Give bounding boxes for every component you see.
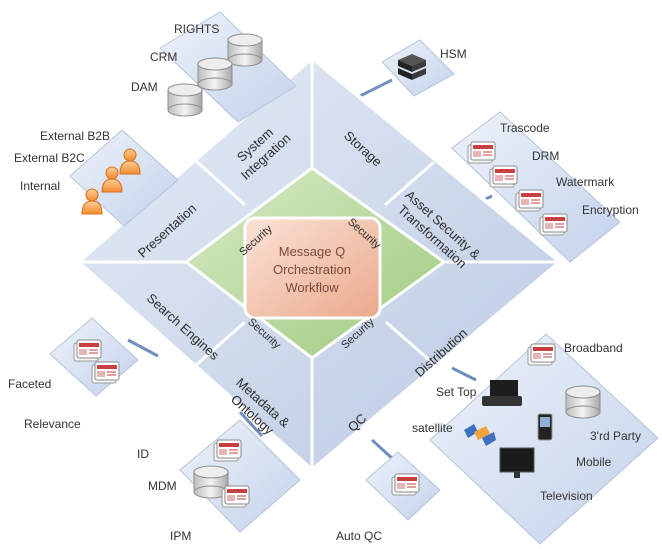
callout-label: Set Top bbox=[436, 385, 477, 399]
app-window-icon bbox=[391, 473, 420, 496]
segment-dividers bbox=[78, 58, 560, 470]
callout-label: Relevance bbox=[24, 417, 81, 431]
mobile-phone-icon bbox=[537, 413, 553, 441]
app-window-icon bbox=[221, 485, 250, 508]
app-window-icon bbox=[213, 439, 242, 462]
callout-storage: HSM bbox=[381, 39, 467, 97]
app-window-icon bbox=[539, 213, 568, 236]
database-icon bbox=[227, 33, 263, 67]
app-window-icon bbox=[91, 361, 120, 384]
callout-system-integration: RIGHTS CRM DAM bbox=[131, 11, 297, 123]
set-top-box-icon bbox=[482, 380, 522, 406]
callout-label: Broadband bbox=[564, 341, 623, 355]
callout-asset-security: Trascode DRM Watermark Encryption bbox=[451, 111, 639, 263]
callout-label: Internal bbox=[20, 179, 60, 193]
core-box bbox=[243, 216, 382, 320]
callout-label: Auto QC bbox=[336, 529, 382, 543]
database-icon bbox=[167, 83, 203, 117]
callout-presentation: External B2B External B2C Internal bbox=[14, 129, 179, 227]
callout-qc: Auto QC bbox=[336, 451, 441, 543]
app-window-icon bbox=[467, 141, 496, 164]
server-icon bbox=[398, 54, 426, 80]
callout-label: MDM bbox=[148, 479, 177, 493]
callout-label: 3'rd Party bbox=[590, 429, 641, 443]
callout-label: HSM bbox=[440, 47, 467, 61]
callout-label: ID bbox=[137, 447, 149, 461]
app-window-icon bbox=[73, 339, 102, 362]
callout-label: Television bbox=[540, 489, 593, 503]
callout-label: satellite bbox=[412, 421, 453, 435]
callout-search-engines: Faceted Relevance bbox=[8, 317, 139, 431]
callout-label: CRM bbox=[150, 50, 177, 64]
callout-label: IPM bbox=[170, 529, 191, 543]
app-window-icon bbox=[489, 165, 518, 188]
callout-label: Trascode bbox=[500, 121, 550, 135]
callout-label: External B2B bbox=[40, 129, 110, 143]
television-icon bbox=[499, 447, 535, 478]
callout-label: Faceted bbox=[8, 377, 51, 391]
core-line-2: Orchestration bbox=[273, 262, 351, 277]
database-icon bbox=[197, 57, 233, 91]
app-window-icon bbox=[515, 189, 544, 212]
core-line-3: Workflow bbox=[285, 280, 339, 295]
database-icon bbox=[565, 385, 601, 419]
callout-label: Watermark bbox=[556, 175, 615, 189]
callout-metadata: ID MDM IPM bbox=[137, 419, 301, 543]
callout-label: Encryption bbox=[582, 203, 639, 217]
app-window-icon bbox=[527, 343, 556, 366]
callout-label: External B2C bbox=[14, 151, 85, 165]
core-line-1: Message Q bbox=[279, 244, 345, 259]
callout-label: DAM bbox=[131, 80, 158, 94]
satellite-icon bbox=[464, 424, 496, 446]
callout-label: DRM bbox=[532, 149, 559, 163]
callout-label: Mobile bbox=[576, 455, 612, 469]
callout-distribution: Broadband Set Top 3'rd Party satellite M… bbox=[412, 333, 659, 545]
callout-label: RIGHTS bbox=[174, 22, 219, 36]
